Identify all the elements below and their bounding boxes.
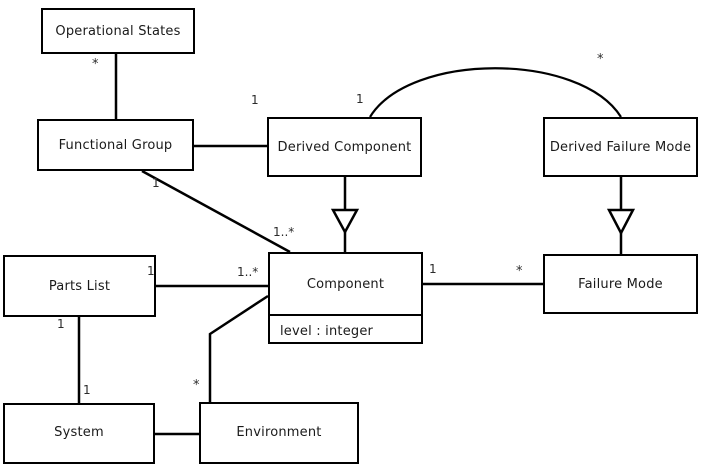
edge-derived-component-derived-failure-mode <box>369 67 622 118</box>
class-name-failure-mode: Failure Mode <box>578 276 663 292</box>
class-box-derived-component[interactable]: Derived Component <box>267 117 422 177</box>
multiplicity-parts-list-right: 1 <box>147 264 155 278</box>
multiplicity-derived-comp-curve: 1 <box>356 92 364 106</box>
multiplicity-fg-to-component: 1 <box>152 176 160 190</box>
class-box-functional-group[interactable]: Functional Group <box>37 119 194 171</box>
multiplicity-fg-to-derived-comp: 1 <box>251 93 259 107</box>
class-box-derived-failure-mode[interactable]: Derived Failure Mode <box>543 117 698 177</box>
multiplicity-parts-list-component: 1..* <box>237 265 259 279</box>
class-box-environment[interactable]: Environment <box>199 402 359 464</box>
generalization-arrowhead-failure-mode <box>606 208 636 236</box>
class-box-operational-states[interactable]: Operational States <box>41 8 195 54</box>
class-name-environment: Environment <box>236 424 322 440</box>
class-attribute-component-level: level : integer <box>270 314 421 346</box>
class-box-component[interactable]: Component level : integer <box>268 252 423 344</box>
multiplicity-derived-fm-curve: * <box>597 52 604 67</box>
multiplicity-system-top: 1 <box>83 383 91 397</box>
multiplicity-environment-top: * <box>193 378 200 393</box>
class-name-derived-failure-mode: Derived Failure Mode <box>549 139 692 155</box>
class-name-functional-group: Functional Group <box>58 137 173 153</box>
class-name-parts-list: Parts List <box>48 278 111 294</box>
multiplicity-op-states-to-fg: * <box>92 57 99 72</box>
class-box-system[interactable]: System <box>3 403 155 464</box>
edge-component-environment <box>208 294 269 402</box>
class-name-operational-states: Operational States <box>55 23 181 39</box>
multiplicity-fm-from-component: * <box>516 264 523 279</box>
class-box-parts-list[interactable]: Parts List <box>3 255 156 317</box>
class-name-system: System <box>54 425 104 440</box>
edge-functional-group-component <box>141 169 291 254</box>
class-name-component: Component <box>306 276 385 292</box>
multiplicity-parts-list-bottom: 1 <box>57 317 65 331</box>
class-box-failure-mode[interactable]: Failure Mode <box>543 254 698 314</box>
multiplicity-fg-component-far: 1..* <box>273 225 295 239</box>
multiplicity-component-to-fm: 1 <box>429 262 437 276</box>
generalization-arrowhead-component <box>330 208 360 235</box>
class-name-derived-component: Derived Component <box>277 139 412 155</box>
